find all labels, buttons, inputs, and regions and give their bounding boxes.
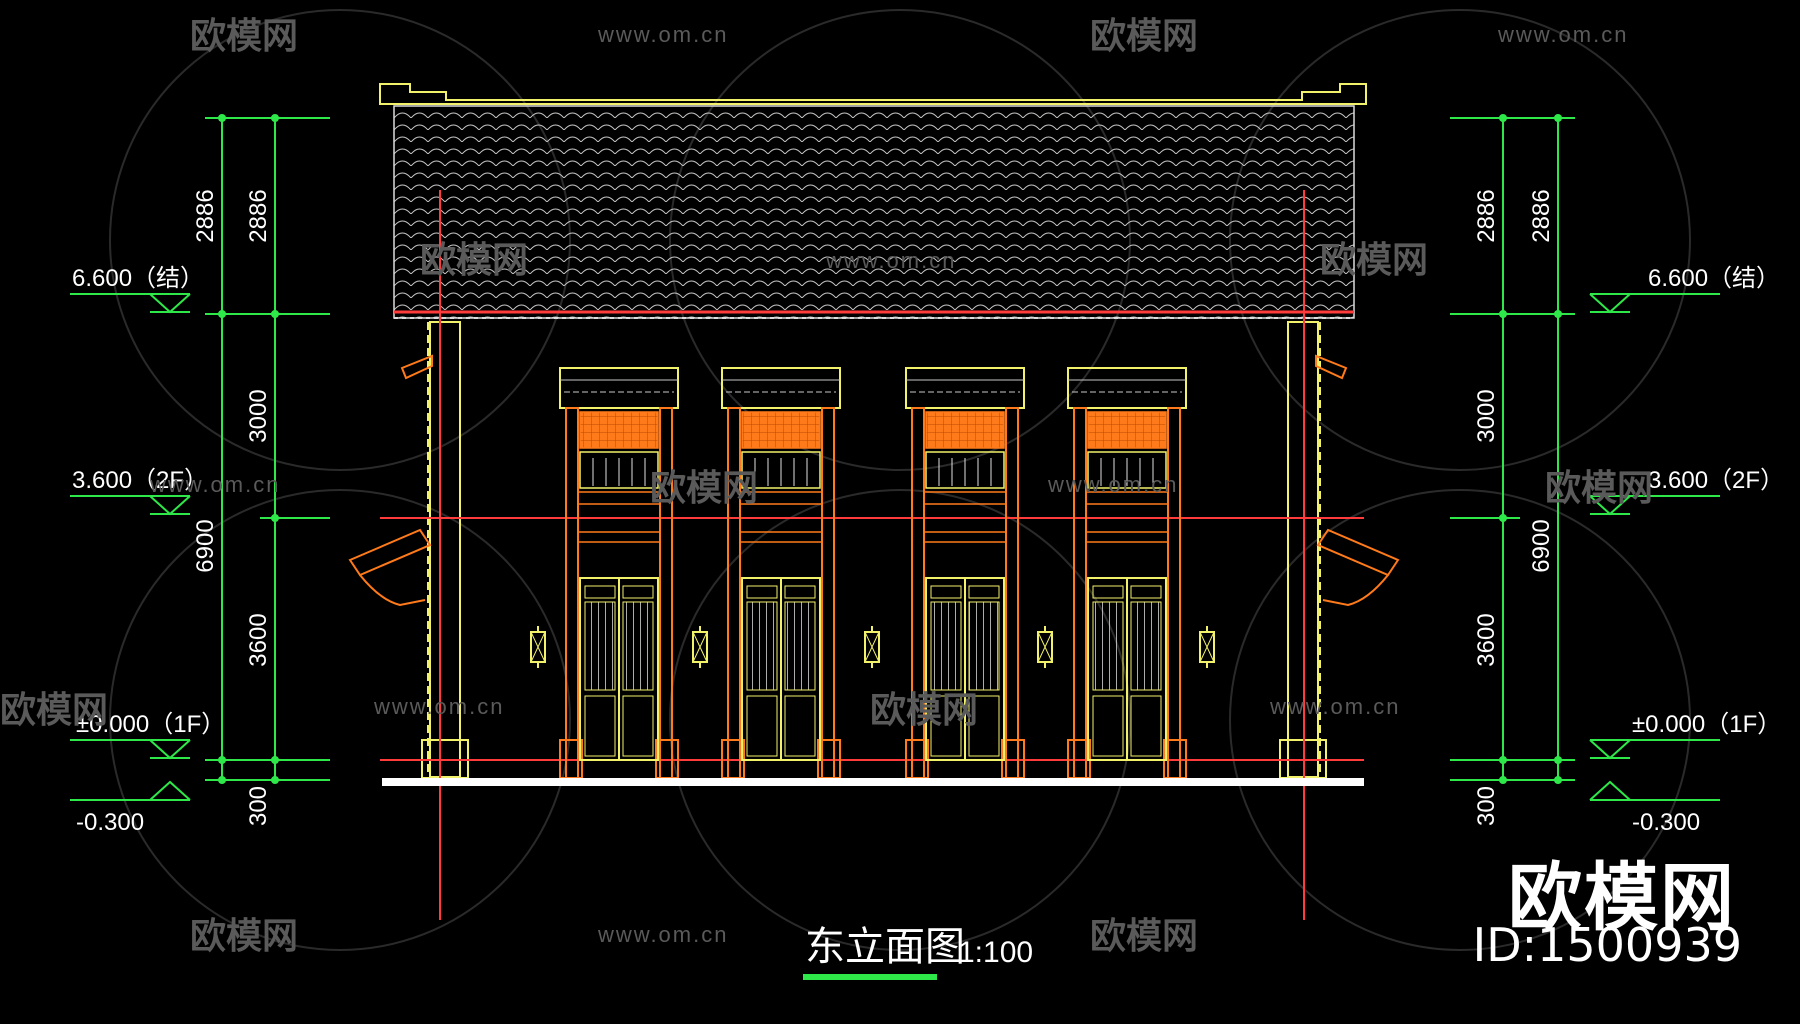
watermark-brand: 欧模网 bbox=[1545, 467, 1653, 508]
level-ground-left: -0.300 bbox=[76, 809, 144, 836]
level-2f-right: 3.600（2F） bbox=[1648, 467, 1784, 494]
watermark-url: www.om.cn bbox=[597, 22, 728, 47]
watermark-url: www.om.cn bbox=[825, 248, 956, 273]
watermark-brand: 欧模网 bbox=[1090, 915, 1198, 956]
watermark-circles bbox=[109, 9, 1691, 951]
watermark-url: www.om.cn bbox=[1047, 472, 1178, 497]
side-brackets bbox=[348, 354, 1400, 607]
left-outer-dim-1: 2886 bbox=[192, 189, 219, 242]
wall-lanterns bbox=[530, 626, 1215, 668]
lantern-icon bbox=[1037, 626, 1053, 668]
door-bay bbox=[721, 367, 841, 779]
watermark-brand: 欧模网 bbox=[0, 689, 108, 730]
left-outer-dim-2: 6900 bbox=[192, 519, 219, 572]
title-underline bbox=[803, 974, 937, 980]
door-bay bbox=[1067, 367, 1187, 779]
level-1f-left: ±0.000（1F） bbox=[76, 711, 225, 738]
watermark-urls: www.om.cn www.om.cn www.om.cn www.om.cn … bbox=[149, 22, 1628, 947]
level-2f-left: 3.600（2F） bbox=[72, 467, 208, 494]
lantern-icon bbox=[1199, 626, 1215, 668]
level-labels-right: 6.600（结） 3.600（2F） ±0.000（1F） -0.300 bbox=[1632, 265, 1784, 836]
level-1f-right: ±0.000（1F） bbox=[1632, 711, 1781, 738]
watermark-brand: 欧模网 bbox=[420, 239, 528, 280]
watermark-brand: 欧模网 bbox=[650, 467, 758, 508]
left-inner-dim-2: 3000 bbox=[245, 389, 272, 442]
watermark-url: www.om.cn bbox=[597, 922, 728, 947]
lattice-panel bbox=[579, 411, 659, 449]
left-dimensions bbox=[70, 114, 330, 801]
drawing-title-block: 东立面图 1:100 bbox=[803, 925, 1033, 980]
lattice-panel bbox=[741, 411, 821, 449]
watermark-brand: 欧模网 bbox=[190, 15, 298, 56]
watermark-brand: 欧模网 bbox=[190, 915, 298, 956]
watermark-brand-large: 欧模网 bbox=[1508, 855, 1736, 941]
right-inner-dim-3: 3600 bbox=[1473, 613, 1500, 666]
ground-line bbox=[382, 778, 1364, 786]
watermark-brand: 欧模网 bbox=[870, 689, 978, 730]
level-roof-right: 6.600（结） bbox=[1648, 265, 1780, 292]
lattice-panel bbox=[1087, 411, 1167, 449]
drawing-scale: 1:100 bbox=[958, 936, 1033, 969]
right-outer-dim-3: 300 bbox=[1473, 786, 1500, 826]
door-bay bbox=[905, 367, 1025, 779]
door-bay bbox=[559, 367, 679, 779]
right-dimension-labels: 2886 6900 300 2886 3000 3600 bbox=[1473, 189, 1555, 826]
right-inner-dim-2: 3000 bbox=[1473, 389, 1500, 442]
drawing-title: 东立面图 bbox=[805, 925, 965, 969]
left-inner-dim-3: 3600 bbox=[245, 613, 272, 666]
watermark-url: www.om.cn bbox=[1497, 22, 1628, 47]
left-inner-dim-1: 2886 bbox=[245, 189, 272, 242]
door-bays bbox=[559, 367, 1187, 779]
left-dimension-labels: 2886 6900 300 2886 3000 3600 bbox=[192, 189, 272, 826]
right-dimensions bbox=[1450, 114, 1720, 801]
lantern-icon bbox=[864, 626, 880, 668]
watermark-texts: 欧模网 欧模网 欧模网 欧模网 欧模网 欧模网 欧模网 欧模网 欧模网 欧模网 bbox=[0, 15, 1653, 956]
watermark-url: www.om.cn bbox=[1269, 694, 1400, 719]
watermark-brand: 欧模网 bbox=[1090, 15, 1198, 56]
axis-lines bbox=[380, 190, 1364, 920]
level-labels-left: 6.600（结） 3.600（2F） ±0.000（1F） -0.300 bbox=[72, 265, 225, 836]
lattice-panel bbox=[925, 411, 1005, 449]
watermark-url: www.om.cn bbox=[373, 694, 504, 719]
left-outer-dim-3: 300 bbox=[245, 786, 272, 826]
right-inner-dim-1: 2886 bbox=[1528, 189, 1555, 242]
watermark-id: ID:1500939 bbox=[1472, 918, 1742, 972]
level-roof-left: 6.600（结） bbox=[72, 265, 204, 292]
lantern-icon bbox=[530, 626, 546, 668]
level-ground-right: -0.300 bbox=[1632, 809, 1700, 836]
watermark-url: www.om.cn bbox=[149, 472, 280, 497]
right-outer-dim-1: 2886 bbox=[1473, 189, 1500, 242]
right-outer-dim-2: 6900 bbox=[1528, 519, 1555, 572]
lantern-icon bbox=[692, 626, 708, 668]
roof bbox=[379, 83, 1367, 319]
watermark-brand: 欧模网 bbox=[1320, 239, 1428, 280]
